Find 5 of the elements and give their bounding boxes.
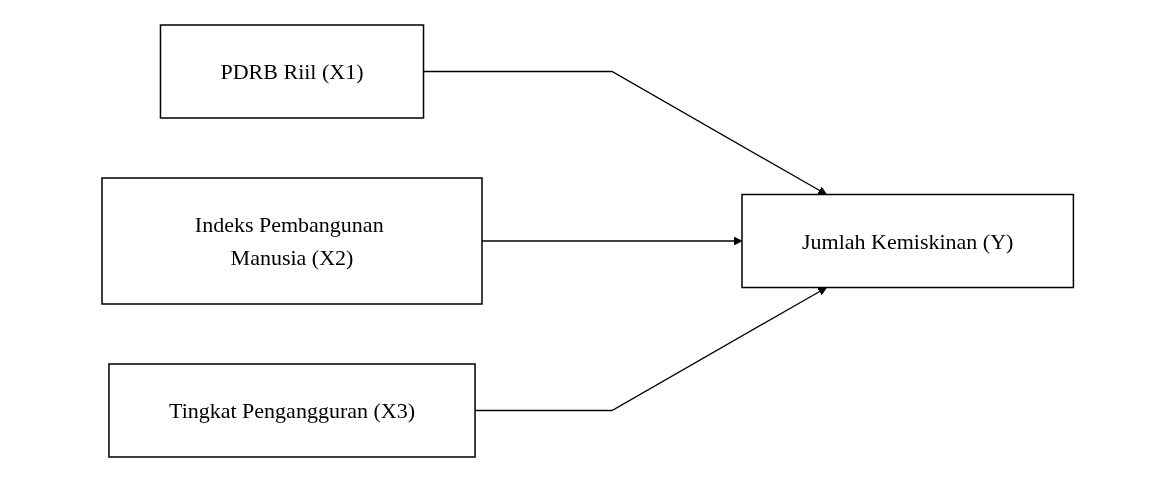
node-box: Jumlah Kemiskinan (Y)	[741, 193, 1075, 289]
arrow	[423, 70, 828, 195]
node-box: Tingkat Pengangguran (X3)	[108, 363, 477, 458]
node-box: Indeks Pembangunan Manusia (X2)	[101, 177, 484, 305]
node-box: PDRB Riil (X1)	[160, 24, 425, 119]
